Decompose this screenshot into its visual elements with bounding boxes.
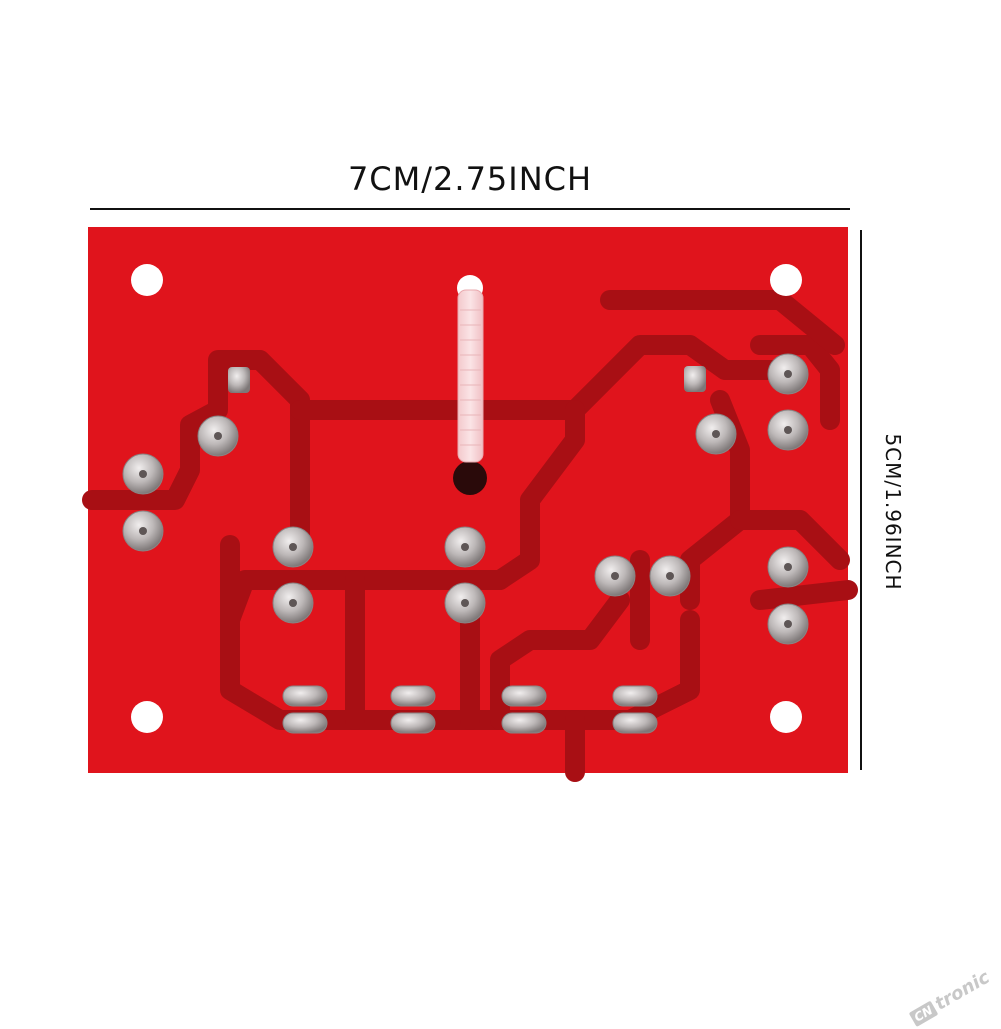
width-dimension-line [90,208,850,210]
oval-pad [612,712,658,734]
led-hole-bottom [453,461,487,495]
mounting-hole [770,701,802,733]
oval-pad [612,685,658,707]
oval-pad [390,685,436,707]
mounting-hole [770,264,802,296]
width-dimension-label: 7CM/2.75INCH [347,160,593,198]
mounting-hole [131,264,163,296]
pcb-board-image [82,227,858,782]
oval-pads [282,685,658,734]
mounting-hole [131,701,163,733]
oval-pad [501,685,547,707]
oval-pad [282,712,328,734]
square-pad [684,366,706,392]
height-dimension-line [860,230,862,770]
pcb-traces [82,290,858,782]
square-pad [228,367,250,393]
oval-pad [501,712,547,734]
led-light-pipe [457,289,484,463]
oval-pad [282,685,328,707]
oval-pad [390,712,436,734]
watermark-badge: CN [908,1000,938,1027]
mounting-holes [131,264,802,733]
